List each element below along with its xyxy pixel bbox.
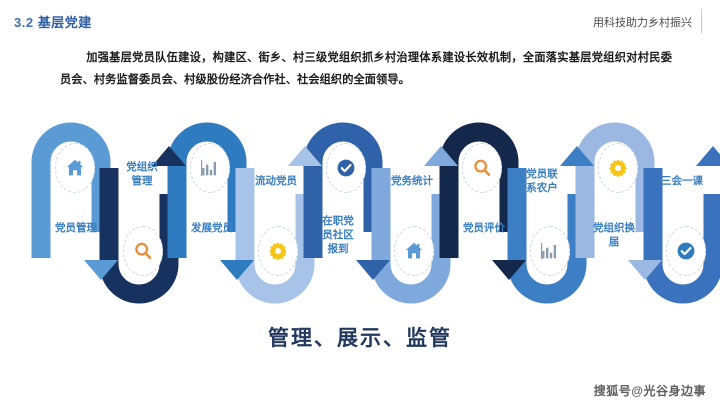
flow-arrowhead-7: [492, 260, 526, 280]
section-title: 基层党建: [37, 15, 92, 30]
paragraph-text: 加强基层党员队伍建设，构建区、街乡、村三级党组织抓乡村治理体系建设长效机制，全面…: [60, 52, 672, 86]
check-badge-icon: [337, 159, 355, 177]
step-icon-badge-1: [55, 143, 95, 193]
flow-loop-6: [371, 168, 451, 304]
search-icon: [474, 159, 491, 177]
gear-icon: [269, 242, 287, 261]
flow-arrowhead-6: [424, 146, 458, 166]
flow-loop-9: [575, 122, 655, 258]
watermark: 搜狐号@光谷身边事: [593, 384, 706, 398]
step-label-6: 党务统计: [391, 175, 433, 187]
step-icon-badge-2: [123, 226, 163, 276]
gear-icon: [609, 159, 627, 178]
flow-arrowhead-5: [356, 260, 390, 280]
bottom-title: 管理、展示、监管: [268, 327, 452, 350]
step-label-4: 流动党员: [255, 175, 297, 187]
home-icon: [405, 242, 423, 259]
flow-arrowhead-10: [696, 146, 720, 166]
step-label-10: 三会一课: [661, 175, 703, 187]
step-icon-badge-9: [598, 143, 638, 193]
flow-loop-2: [99, 168, 179, 304]
step-label-2: 党组织 管理: [126, 161, 158, 187]
header-divider: [701, 9, 702, 33]
step-icon-badge-3: [190, 143, 230, 193]
flow-arrowhead-3: [220, 260, 254, 280]
section-number: 3.2: [14, 15, 34, 30]
flow-loop-3: [167, 122, 247, 258]
flow-loop-5: [303, 122, 383, 258]
flow-arrowhead-9: [628, 260, 662, 280]
step-icon-badge-5: [326, 143, 366, 193]
step-label-5: 在职党 员社区 报到: [322, 215, 354, 255]
step-label-1: 党员管理: [55, 222, 97, 234]
flow-loop-1: [31, 122, 111, 258]
step-icon-badge-4: [258, 226, 298, 276]
step-label-8: 党员联 系农户: [526, 168, 558, 194]
flow-loop-8: [507, 168, 587, 304]
serpentine-flow-diagram: 党员管理 党组织 管理 发展党员 流动党员 在职党 员社区 报到 党务统计 党员…: [0, 118, 720, 308]
search-icon: [135, 242, 152, 260]
step-label-3: 发展党员: [191, 222, 233, 234]
flow-arrowhead-2: [152, 146, 186, 166]
step-icon-badge-10: [666, 226, 706, 276]
flow-loop-10: [643, 168, 720, 304]
chart-icon: [541, 242, 557, 260]
check-badge-icon: [677, 242, 695, 260]
flow-loop-4: [235, 168, 315, 304]
step-icon-badge-6: [394, 226, 434, 276]
flow-arrowhead-8: [560, 146, 594, 166]
page-title: 3.2 基层党建: [14, 12, 92, 31]
body-paragraph: 加强基层党员队伍建设，构建区、街乡、村三级党组织抓乡村治理体系建设长效机制，全面…: [60, 47, 672, 91]
step-icon-badge-7: [462, 143, 502, 193]
header-tagline: 用科技助力乡村振兴: [593, 17, 692, 29]
flow-loop-7: [439, 122, 519, 258]
home-icon: [66, 159, 84, 176]
step-label-7: 党员评价: [463, 222, 505, 234]
flow-arrowhead-4: [288, 146, 322, 166]
chart-icon: [201, 159, 217, 177]
step-icon-badge-8: [530, 226, 570, 276]
step-label-9: 党组织换 届: [593, 222, 635, 248]
flow-path-graphic: [31, 122, 720, 304]
flow-arrowhead-1: [84, 260, 118, 280]
